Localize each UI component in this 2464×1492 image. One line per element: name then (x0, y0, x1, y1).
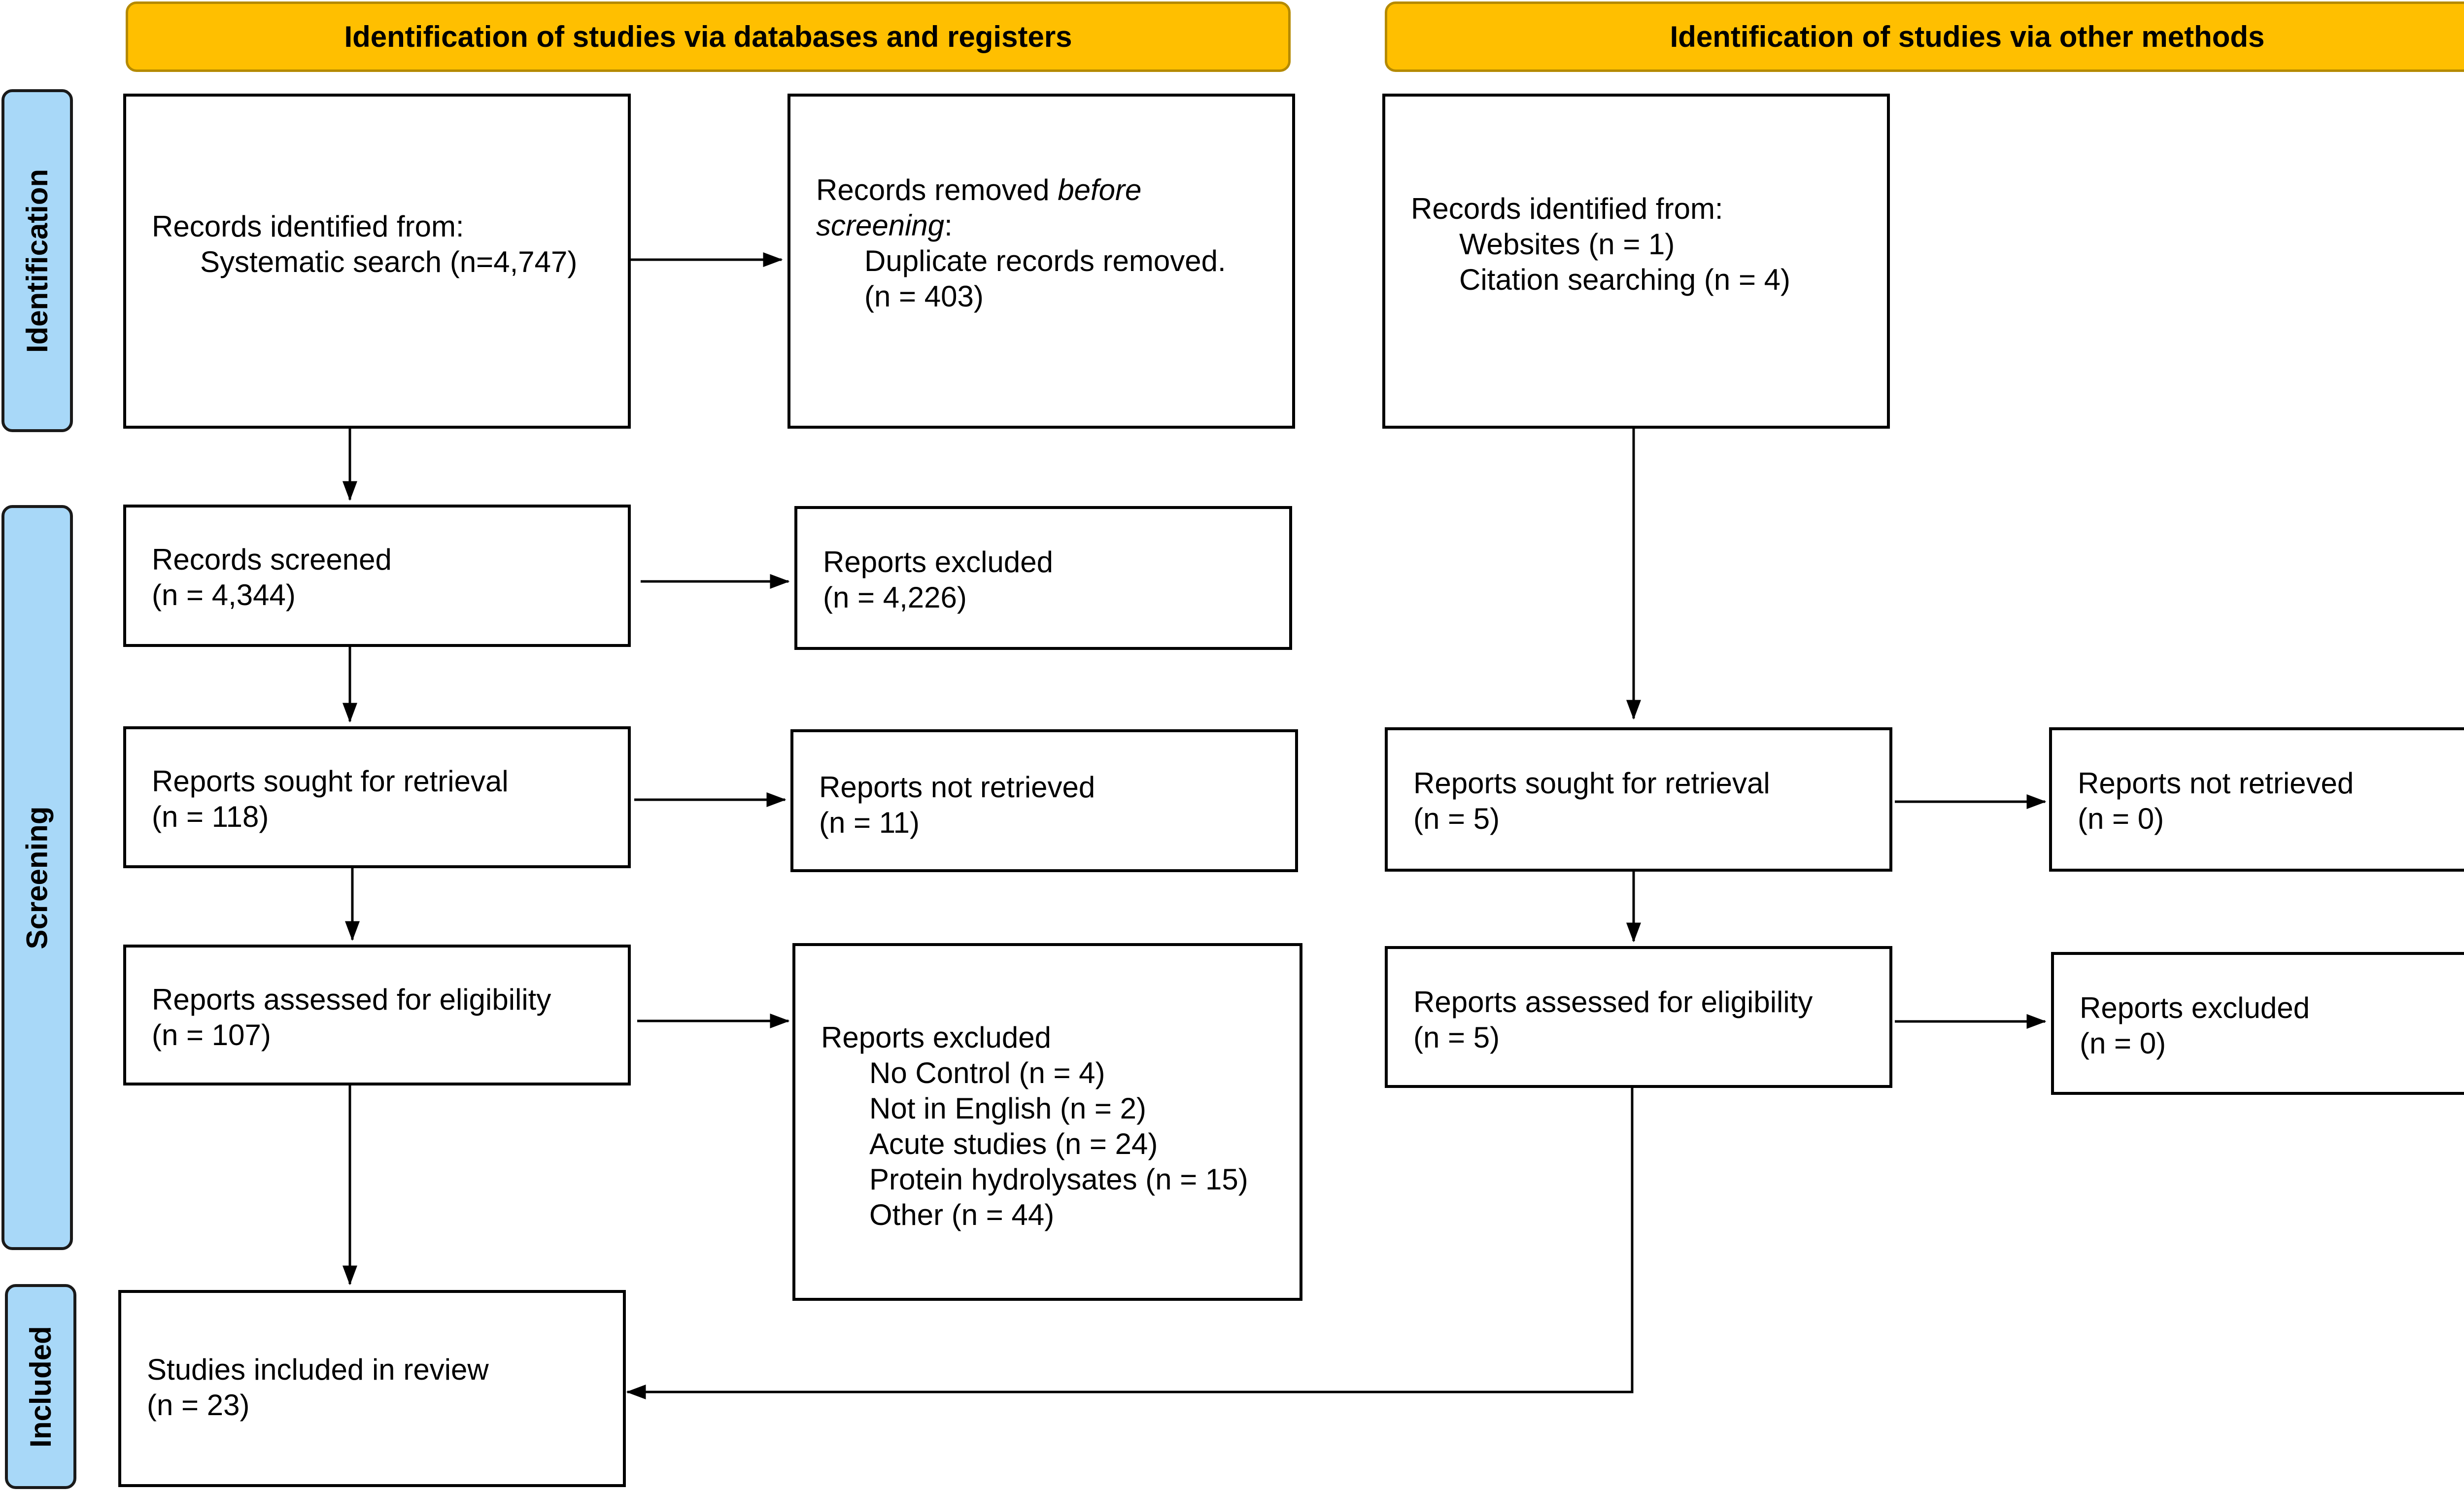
box-studies-included: Studies included in review (n = 23) (118, 1290, 626, 1487)
box-other-reports-excluded: Reports excluded (n = 0) (2051, 952, 2464, 1095)
header-databases: Identification of studies via databases … (126, 1, 1291, 72)
box-other-reports-assessed: Reports assessed for eligibility (n = 5) (1385, 946, 1892, 1088)
box-other-reports-sought: Reports sought for retrieval (n = 5) (1385, 727, 1892, 872)
phase-identification: Identification (1, 89, 73, 432)
box-reports-not-retrieved: Reports not retrieved (n = 11) (790, 729, 1298, 872)
phase-included: Included (5, 1284, 76, 1489)
box-other-reports-not-retrieved: Reports not retrieved (n = 0) (2049, 727, 2464, 872)
box-records-removed: Records removed before screening: Duplic… (787, 94, 1295, 429)
box-reports-assessed: Reports assessed for eligibility (n = 10… (123, 945, 631, 1085)
arrow-other-to-included (626, 1088, 1634, 1399)
box-records-screened: Records screened (n = 4,344) (123, 505, 631, 647)
phase-screening: Screening (1, 505, 73, 1250)
header-other-methods: Identification of studies via other meth… (1385, 1, 2464, 72)
box-reports-sought: Reports sought for retrieval (n = 118) (123, 726, 631, 868)
box-screen-excluded: Reports excluded (n = 4,226) (794, 506, 1292, 650)
box-other-records-identified: Records identified from: Websites (n = 1… (1382, 94, 1890, 429)
box-reports-excluded-reasons: Reports excluded No Control (n = 4) Not … (792, 943, 1302, 1301)
box-records-identified: Records identified from: Systematic sear… (123, 94, 631, 429)
